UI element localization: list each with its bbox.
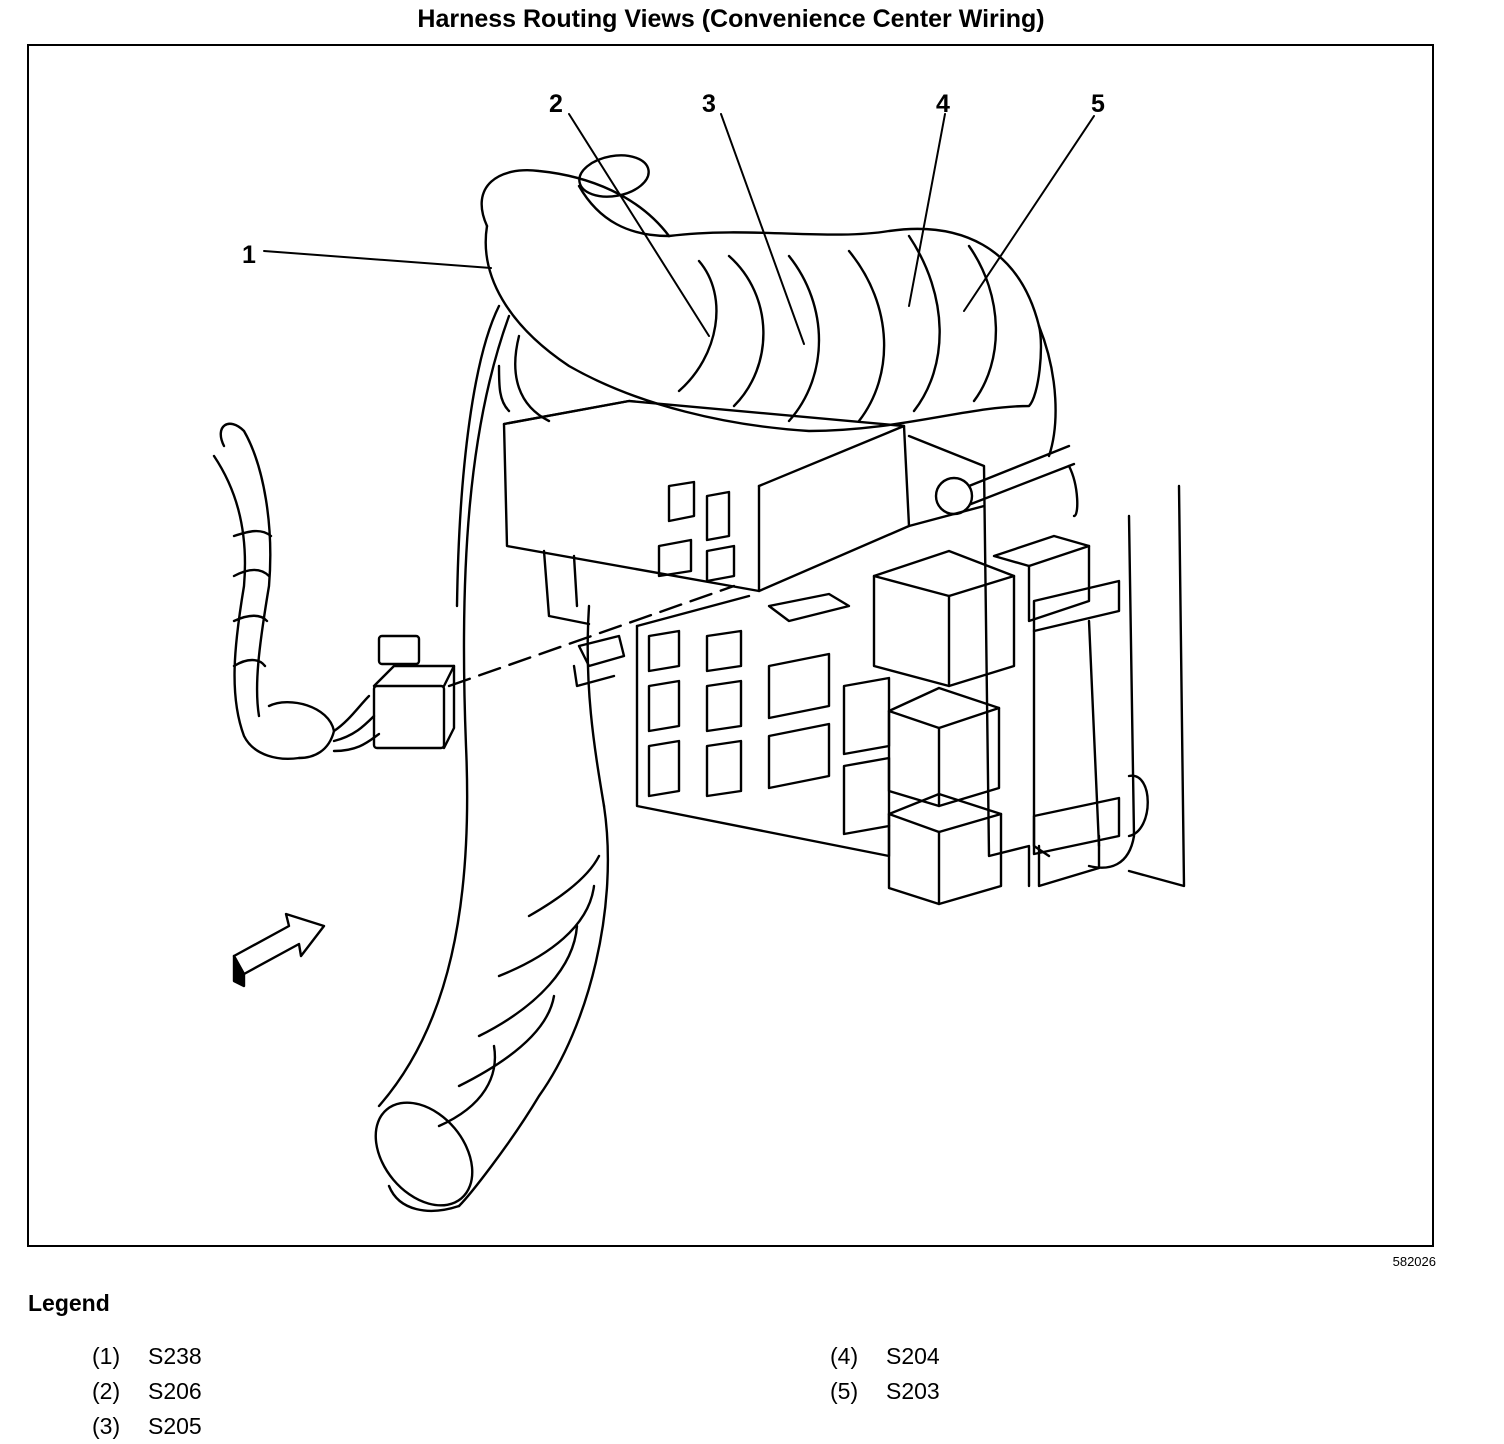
view-direction-arrow bbox=[232, 912, 326, 988]
legend-item-label: S204 bbox=[886, 1343, 940, 1369]
legend-item-5: (5) S203 bbox=[830, 1377, 940, 1405]
legend-item-3: (3) S205 bbox=[92, 1412, 202, 1440]
callout-1: 1 bbox=[242, 241, 256, 269]
fuse-block-rail bbox=[992, 464, 1186, 888]
legend-item-number: (4) bbox=[830, 1343, 859, 1369]
legend-item-label: S203 bbox=[886, 1378, 940, 1404]
upper-harness-bundle bbox=[480, 154, 1057, 458]
legend-heading: Legend bbox=[28, 1290, 110, 1316]
callout-2: 2 bbox=[549, 90, 563, 118]
harness-routing-figure: 1 2 3 4 5 bbox=[27, 44, 1434, 1247]
callout-5: 5 bbox=[1091, 90, 1105, 118]
relays bbox=[872, 549, 1016, 906]
legend-item-1: (1) S238 bbox=[92, 1342, 202, 1370]
harness-illustration: 1 2 3 4 5 bbox=[212, 90, 1186, 1213]
convenience-center-housing bbox=[502, 399, 1076, 888]
legend-item-label: S205 bbox=[148, 1413, 202, 1439]
main-harness-trunk bbox=[374, 304, 610, 1213]
legend-item-number: (3) bbox=[92, 1413, 121, 1439]
page-title: Harness Routing Views (Convenience Cente… bbox=[417, 5, 1045, 33]
legend-item-label: S206 bbox=[148, 1378, 202, 1404]
legend-item-4: (4) S204 bbox=[830, 1342, 940, 1370]
legend-item-label: S238 bbox=[148, 1343, 202, 1369]
callout-leader-lines bbox=[263, 113, 1095, 345]
figure-id: 582026 bbox=[1392, 1254, 1436, 1269]
callout-4: 4 bbox=[936, 90, 950, 118]
connection-guide-line bbox=[447, 584, 736, 688]
pigtail-connector bbox=[212, 422, 456, 760]
legend-item-number: (2) bbox=[92, 1378, 121, 1404]
legend-item-2: (2) S206 bbox=[92, 1377, 202, 1405]
legend-item-number: (5) bbox=[830, 1378, 859, 1404]
legend-item-number: (1) bbox=[92, 1343, 121, 1369]
callout-3: 3 bbox=[702, 90, 716, 118]
